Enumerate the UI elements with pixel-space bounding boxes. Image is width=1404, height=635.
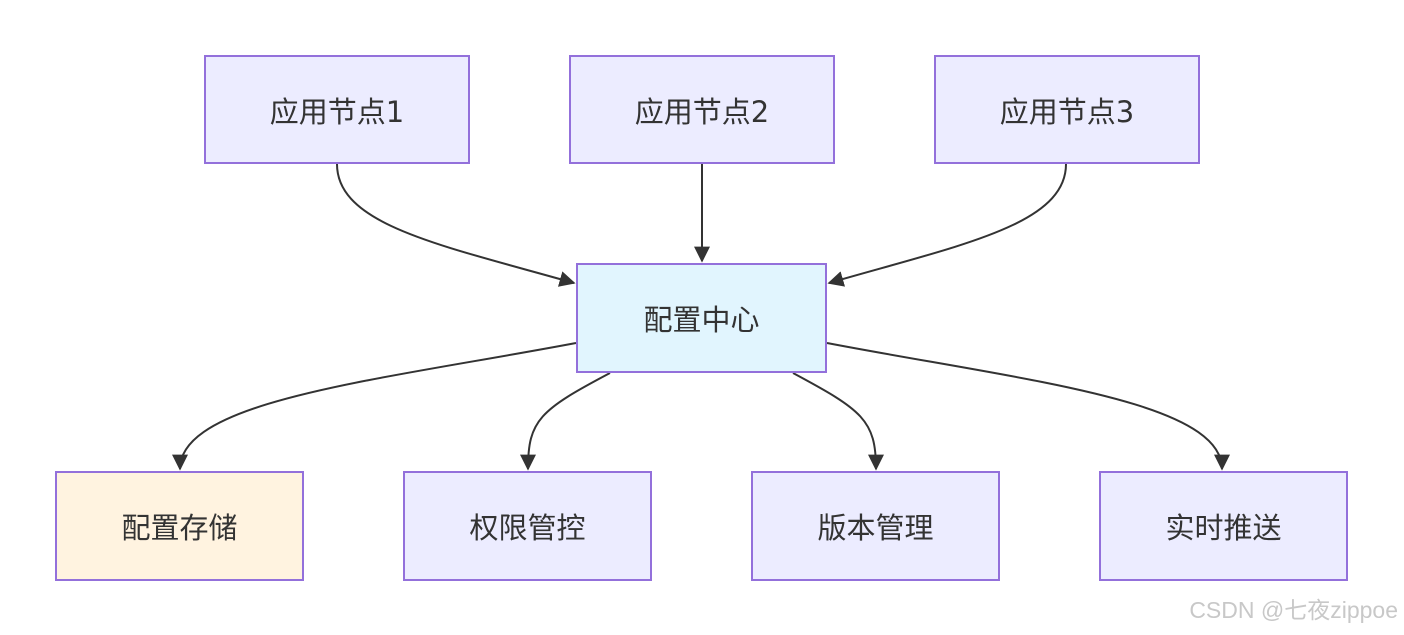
app-node-3: 应用节点3 [934,55,1200,164]
edge-center-to-permission [520,372,611,471]
version-management-node: 版本管理 [751,471,1000,581]
edge-node1-to-center [336,163,576,287]
app-node-1: 应用节点1 [204,55,470,164]
edge-center-to-version [792,372,884,471]
edge-center-to-push [826,342,1230,471]
config-storage-node: 配置存储 [55,471,304,581]
realtime-push-node: 实时推送 [1099,471,1348,581]
config-center-node: 配置中心 [576,263,827,373]
edge-node3-to-center [827,163,1067,287]
app-node-2: 应用节点2 [569,55,835,164]
edge-center-to-storage [172,342,577,471]
permission-control-node: 权限管控 [403,471,652,581]
watermark: CSDN @七夜zippoe [1189,597,1398,623]
